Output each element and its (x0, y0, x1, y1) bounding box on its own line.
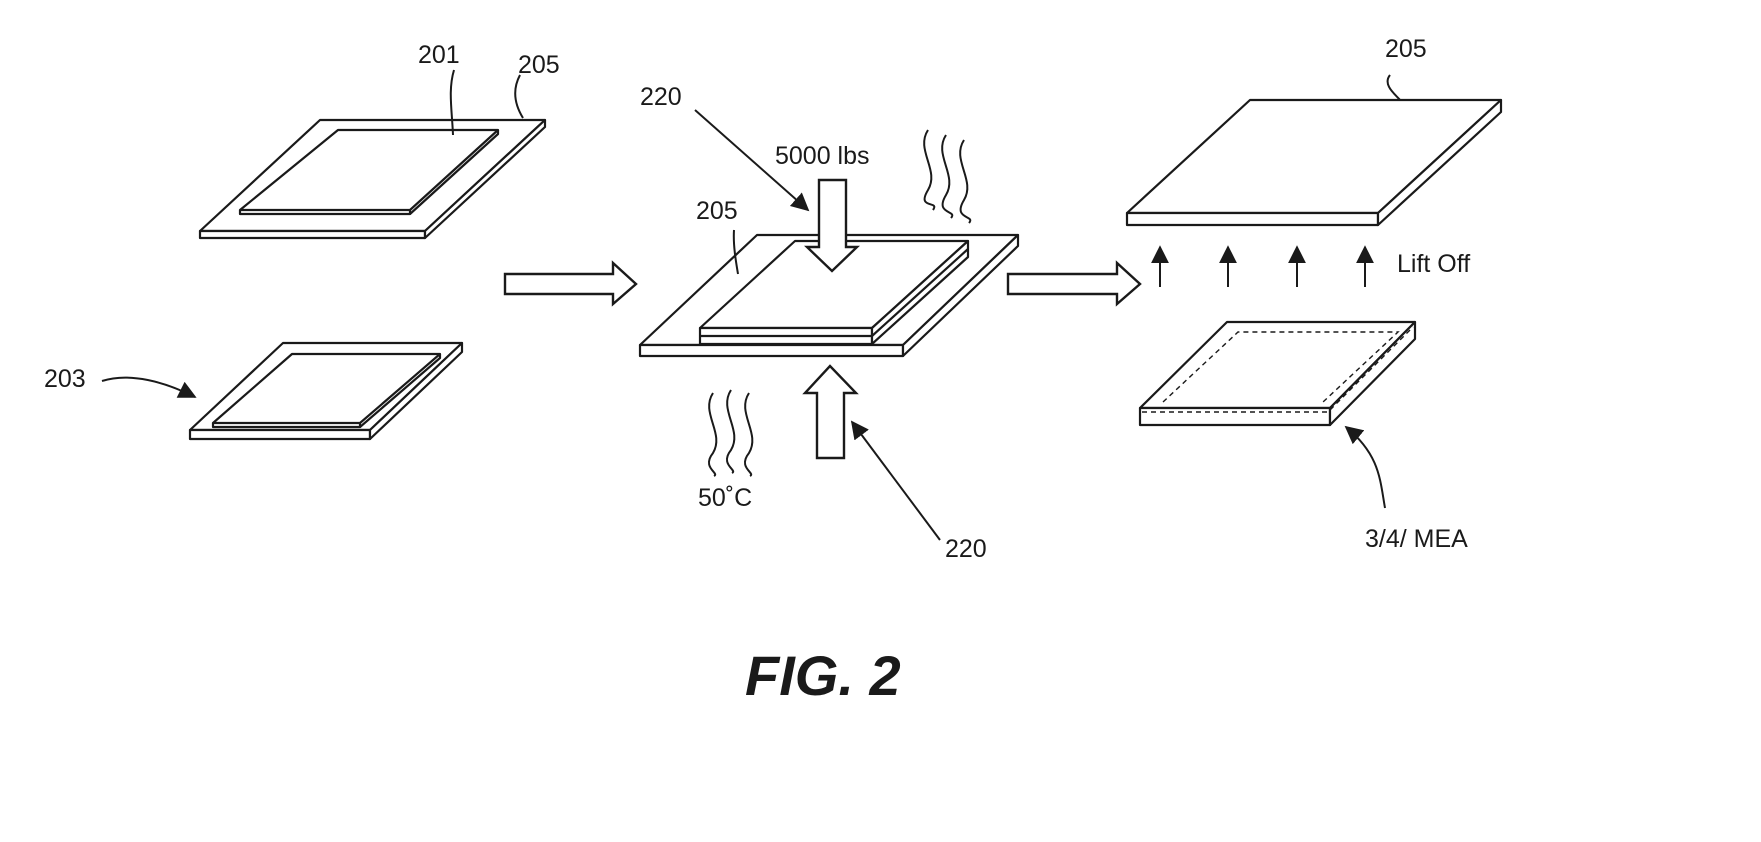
process-arrow-2 (1008, 263, 1140, 304)
figure-caption: FIG. 2 (745, 644, 901, 707)
label-205-left: 205 (518, 51, 560, 79)
frame-205-lifted (1127, 100, 1501, 225)
label-temperature: 50˚C (698, 484, 752, 512)
label-force: 5000 lbs (775, 142, 870, 170)
heat-waves-bottom (709, 390, 752, 476)
label-lift-off: Lift Off (1397, 250, 1470, 278)
plate-203 (190, 343, 462, 439)
label-201: 201 (418, 41, 460, 69)
label-220-top: 220 (640, 83, 682, 111)
label-205-center: 205 (696, 197, 738, 225)
frame-205-with-plate-201 (200, 120, 545, 238)
label-mea: 3/4/ MEA (1365, 525, 1468, 553)
label-203: 203 (44, 365, 86, 393)
leader-203 (102, 378, 195, 397)
leader-205-left (515, 75, 523, 118)
mea-assembly (1140, 322, 1415, 425)
label-205-right: 205 (1385, 35, 1427, 63)
process-arrow-1 (505, 263, 636, 304)
leader-mea (1346, 427, 1385, 508)
label-220-bottom: 220 (945, 535, 987, 563)
press-arrow-up (805, 366, 856, 458)
leader-205-right (1388, 75, 1400, 100)
leader-220-bottom (852, 422, 940, 540)
lift-off-arrows (1160, 247, 1365, 287)
heat-waves-top (924, 130, 970, 223)
